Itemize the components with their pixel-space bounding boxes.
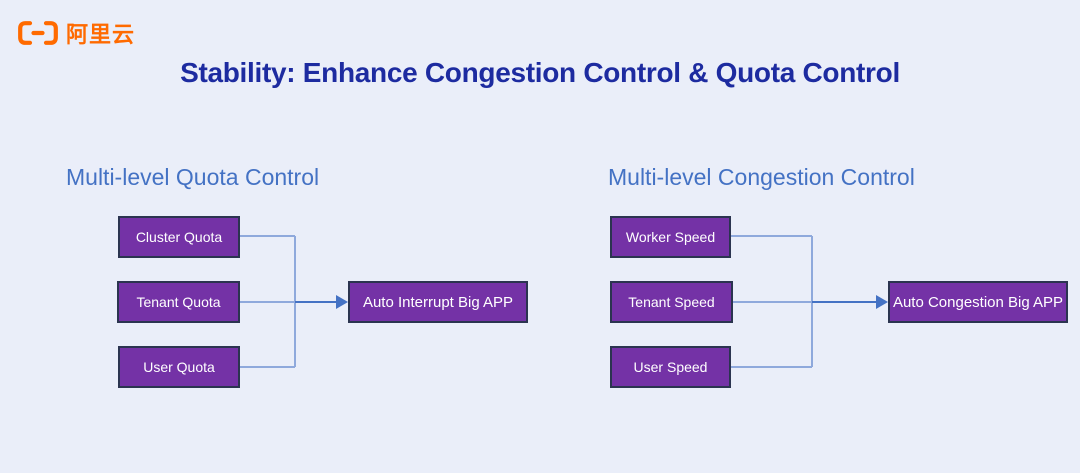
arrow-head-icon [876,295,888,309]
arrow-line [295,301,337,303]
connector-line [240,301,295,303]
connector-line [731,235,812,237]
connector-line [731,366,812,368]
node-auto-congestion-big-app: Auto Congestion Big APP [888,281,1068,323]
node-worker-speed: Worker Speed [610,216,731,258]
arrow-head-icon [336,295,348,309]
node-auto-interrupt-big-app: Auto Interrupt Big APP [348,281,528,323]
logo-brand-text: 阿里云 [66,22,136,47]
node-cluster-quota: Cluster Quota [118,216,240,258]
node-user-speed: User Speed [610,346,731,388]
connector-line [733,301,812,303]
congestion-diagram-heading: Multi-level Congestion Control [608,164,915,190]
connector-line [240,366,295,368]
arrow-line [812,301,877,303]
alibaba-cloud-logo: 阿里云 [17,17,135,49]
connector-line [240,235,295,237]
alibaba-cloud-brackets-icon [18,21,58,45]
slide-title: Stability: Enhance Congestion Control & … [180,57,900,88]
quota-diagram-heading: Multi-level Quota Control [66,164,320,190]
node-user-quota: User Quota [118,346,240,388]
node-tenant-quota: Tenant Quota [117,281,240,323]
node-tenant-speed: Tenant Speed [610,281,733,323]
